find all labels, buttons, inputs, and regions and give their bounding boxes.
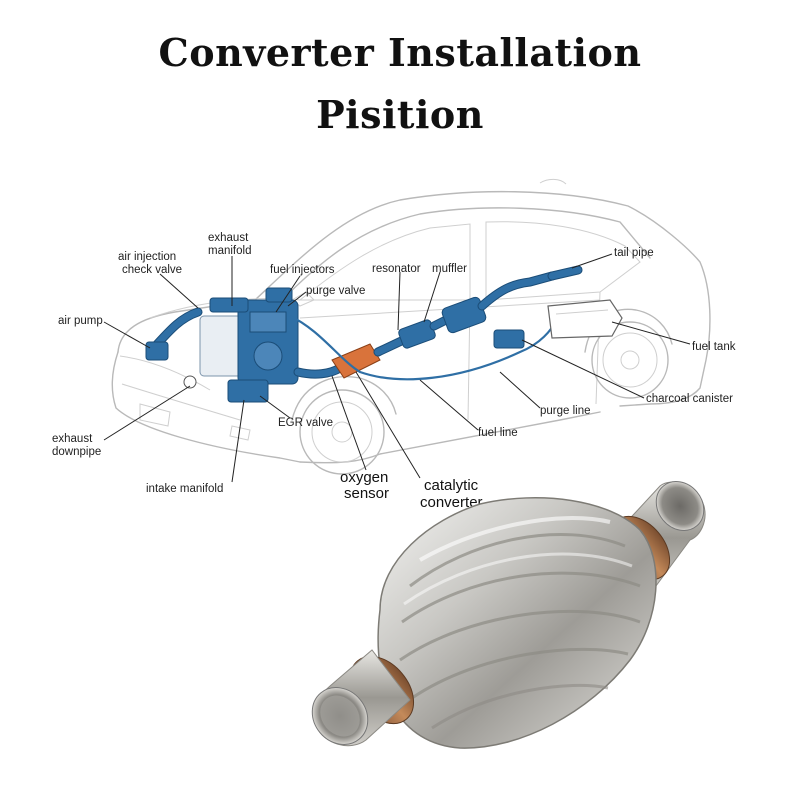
label-air-pump: air pump	[58, 315, 103, 327]
page-title-line-1: Converter Installation	[158, 30, 642, 75]
label-fuel-line: fuel line	[478, 427, 518, 439]
label-air-injection-check-valve-2: check valve	[122, 264, 182, 276]
label-oxygen-sensor-1: oxygen	[340, 469, 388, 486]
label-purge-line: purge line	[540, 405, 591, 417]
label-egr-valve: EGR valve	[278, 417, 333, 429]
catalytic-converter-product-image	[311, 481, 706, 749]
label-resonator: resonator	[372, 263, 421, 275]
engine-components	[145, 265, 623, 403]
label-charcoal-canister: charcoal canister	[646, 393, 733, 405]
label-fuel-injectors: fuel injectors	[270, 264, 335, 276]
label-tail-pipe: tail pipe	[614, 247, 654, 259]
label-purge-valve: purge valve	[306, 285, 365, 297]
label-oxygen-sensor-2: sensor	[344, 485, 389, 502]
label-catalytic-converter-2: converter	[420, 494, 483, 511]
leader-lines	[103, 253, 691, 483]
page-title-line-2: Pisition	[316, 92, 484, 137]
label-air-injection-check-valve-1: air injection	[118, 251, 176, 263]
label-exhaust-downpipe-2: downpipe	[52, 446, 101, 458]
label-exhaust-downpipe-1: exhaust	[52, 433, 93, 445]
label-exhaust-manifold-1: exhaust	[208, 232, 249, 244]
label-exhaust-manifold-2: manifold	[208, 245, 251, 257]
label-intake-manifold: intake manifold	[146, 483, 223, 495]
part-labels: air injection check valve exhaust manifo…	[52, 232, 736, 511]
label-muffler: muffler	[432, 263, 467, 275]
car-outline	[111, 178, 711, 475]
label-fuel-tank: fuel tank	[692, 341, 736, 353]
label-catalytic-converter-1: catalytic	[424, 477, 479, 494]
